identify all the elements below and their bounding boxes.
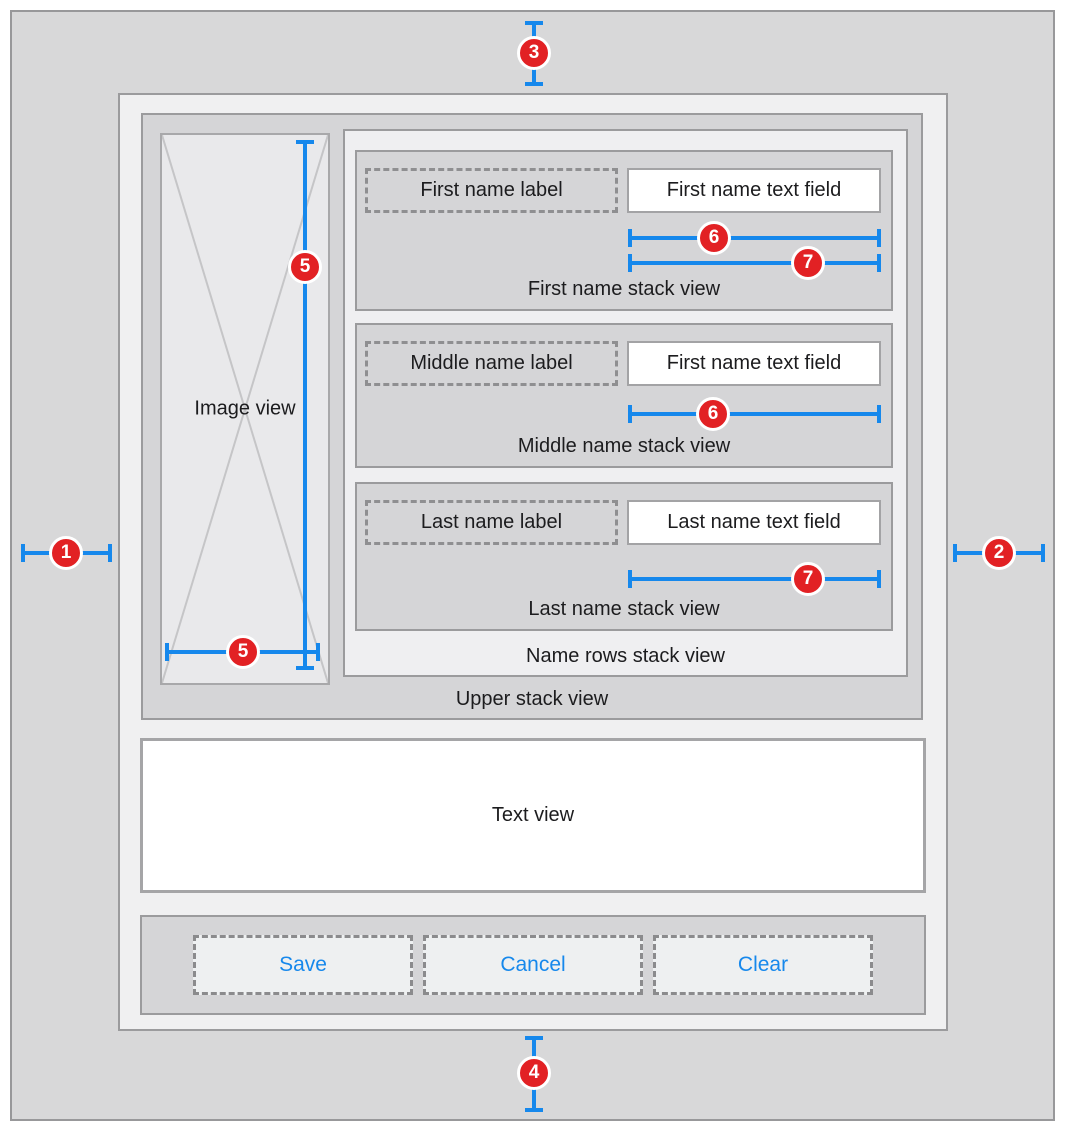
middle-name-label: Middle name label [365,341,618,386]
first-name-stack-view: First name label First name text field 6… [355,150,893,311]
marker-badge-7: 7 [791,562,825,596]
window-frame: Image view First name label First name t… [10,10,1055,1121]
marker-badge-5: 5 [288,250,322,284]
measure-line-7-first-row [628,254,881,272]
last-name-stack-view: Last name label Last name text field 7 L… [355,482,893,631]
clear-button[interactable]: Clear [653,935,873,995]
image-view: Image view [160,133,330,685]
first-name-stack-caption: First name stack view [527,278,721,300]
name-rows-stack-view: First name label First name text field 6… [343,129,908,677]
marker-badge-1: 1 [49,536,83,570]
cancel-button[interactable]: Cancel [423,935,643,995]
last-name-label: Last name label [365,500,618,545]
last-name-stack-caption: Last name stack view [528,598,720,620]
image-view-label: Image view [194,397,296,420]
marker-badge-3: 3 [517,36,551,70]
image-placeholder-x-icon [162,135,328,683]
marker-badge-7: 7 [791,246,825,280]
middle-name-stack-view: Middle name label First name text field … [355,323,893,468]
marker-badge-2: 2 [982,536,1016,570]
measure-line-6-middle-row [628,405,881,423]
root-view: Image view First name label First name t… [118,93,948,1031]
measure-line-7-last-row [628,570,881,588]
first-name-text-field[interactable]: First name text field [627,168,881,213]
middle-name-stack-caption: Middle name stack view [517,435,731,457]
text-view[interactable]: Text view [140,738,926,893]
button-stack-view: Save Cancel Clear [140,915,926,1015]
first-name-label: First name label [365,168,618,213]
name-rows-stack-caption: Name rows stack view [526,645,725,667]
marker-badge-5: 5 [226,635,260,669]
marker-badge-4: 4 [517,1056,551,1090]
upper-stack-view: Image view First name label First name t… [141,113,923,720]
measure-line-6-first-row [628,229,881,247]
marker-badge-6: 6 [697,221,731,255]
upper-stack-caption: Upper stack view [455,688,609,710]
middle-name-text-field[interactable]: First name text field [627,341,881,386]
measure-line-5-height [296,140,314,670]
marker-badge-6: 6 [696,397,730,431]
save-button[interactable]: Save [193,935,413,995]
last-name-text-field[interactable]: Last name text field [627,500,881,545]
